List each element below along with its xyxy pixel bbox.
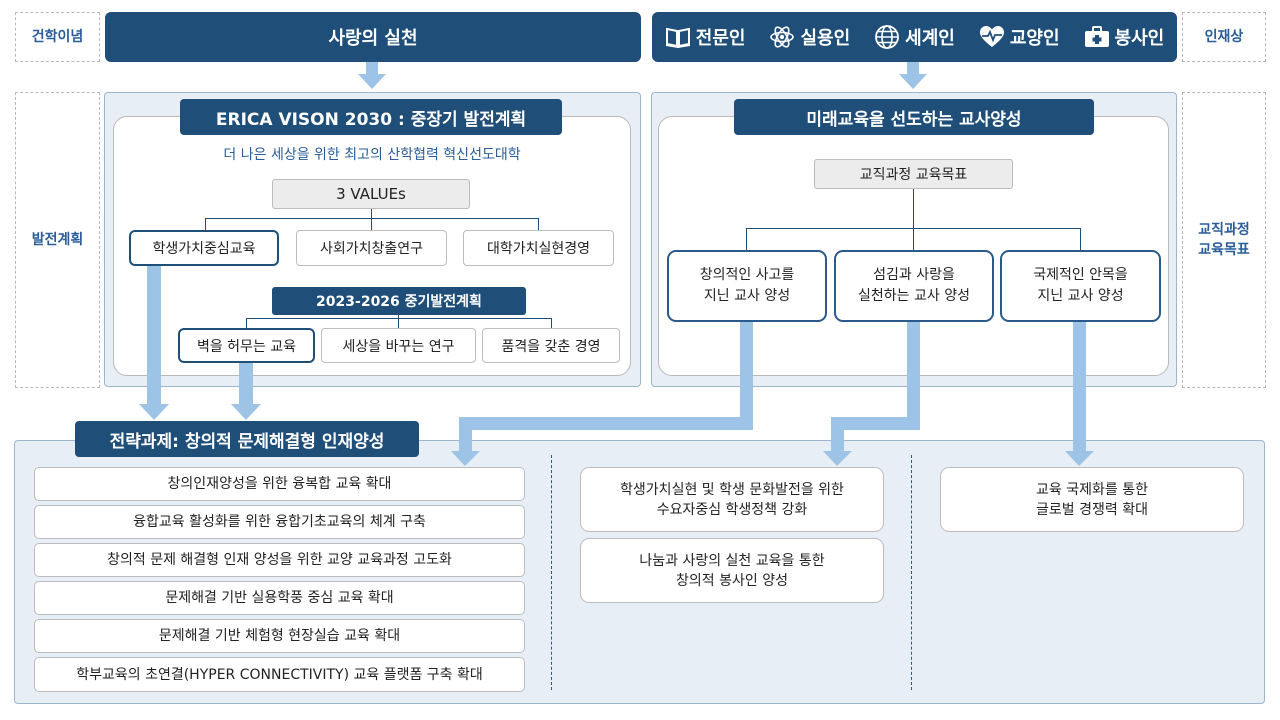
values-connector-stem: [371, 209, 372, 219]
teacher-title-bar: 미래교육을 선도하는 교사양성: [734, 99, 1094, 135]
talent-item-4: 봉사인: [1084, 24, 1164, 50]
label-curriculum-goal: 교직과정 교육목표: [1182, 92, 1266, 388]
mid-plan-title: 2023-2026 중기발전계획: [272, 287, 526, 315]
atom-icon: [770, 26, 795, 48]
strategy-title: 전략과제: 창의적 문제해결형 인재양성: [109, 431, 385, 452]
talent-item-3: 교양인: [979, 24, 1060, 50]
talent-bar: 전문인 실용인 세계인 교양인 봉사인: [652, 12, 1177, 62]
strategy-col1-item-2: 창의적 문제 해결형 인재 양성을 위한 교양 교육과정 고도화: [34, 543, 525, 577]
label-talent: 인재상: [1182, 12, 1266, 62]
strategy-col1-item-5: 학부교육의 초연결(HYPER CONNECTIVITY) 교육 플랫폼 구축 …: [34, 657, 525, 692]
mid-connector-3: [551, 318, 552, 328]
strategy-col1-item-1: 융합교육 활성화를 위한 융합기초교육의 체계 구축: [34, 505, 525, 539]
strategy-col2-item-0: 학생가치실현 및 학생 문화발전을 위한 수요자중심 학생정책 강화: [580, 467, 884, 532]
mid-connector-2: [398, 315, 399, 328]
strategy-col2-item-1: 나눔과 사랑의 실천 교육을 통한 창의적 봉사인 양성: [580, 538, 884, 603]
strategy-col3-item-0: 교육 국제화를 통한 글로벌 경쟁력 확대: [940, 467, 1244, 532]
erica-title-bar: ERICA VISON 2030 : 중장기 발전계획: [180, 99, 562, 135]
goal-connector-3: [1080, 228, 1081, 250]
value-item-2: 대학가치실현경영: [463, 230, 614, 266]
talent-item-0: 전문인: [665, 24, 745, 50]
values-title: 3 VALUEs: [272, 179, 470, 209]
globe-icon: [875, 25, 900, 49]
strategy-col1-item-3: 문제해결 기반 실용학풍 중심 교육 확대: [34, 581, 525, 615]
goal-item-0: 창의적인 사고를 지닌 교사 양성: [667, 250, 827, 322]
goal-item-2: 국제적인 안목을 지닌 교사 양성: [1000, 250, 1161, 322]
talent-item-2: 세계인: [874, 24, 955, 50]
founding-title: 사랑의 실천: [328, 28, 418, 49]
goal-connector-2: [913, 228, 914, 250]
mid-item-2: 품격을 갖춘 경영: [482, 328, 620, 363]
goal-title: 교직과정 교육목표: [814, 159, 1013, 189]
values-connector-3: [538, 218, 539, 231]
goal-connector-1: [746, 228, 747, 250]
founding-title-bar: 사랑의 실천: [105, 12, 641, 62]
strategy-divider-1: [551, 455, 552, 690]
first-aid-kit-icon: [1084, 26, 1109, 47]
mid-connector-h: [246, 318, 552, 319]
mid-item-0: 벽을 허무는 교육: [178, 328, 315, 363]
strategy-divider-2: [911, 455, 912, 690]
talent-item-1: 실용인: [769, 24, 850, 50]
label-founding: 건학이념: [15, 12, 100, 62]
values-connector-1: [205, 218, 206, 231]
erica-subtitle: 더 나은 세상을 위한 최고의 산학협력 혁신선도대학: [223, 147, 521, 163]
book-icon: [665, 27, 690, 48]
heart-pulse-icon: [979, 26, 1004, 47]
mid-connector-1: [246, 318, 247, 328]
arrow-talent-down: [899, 62, 927, 90]
goal-item-1: 섬김과 사랑을 실천하는 교사 양성: [834, 250, 994, 322]
value-item-0: 학생가치중심교육: [129, 230, 279, 266]
strategy-col1-item-4: 문제해결 기반 체험형 현장실습 교육 확대: [34, 619, 525, 653]
values-connector-h: [205, 218, 539, 219]
strategy-col1-item-0: 창의인재양성을 위한 융복합 교육 확대: [34, 467, 525, 501]
arrow-founding-down: [358, 62, 386, 90]
strategy-title-bar: 전략과제: 창의적 문제해결형 인재양성: [75, 421, 419, 457]
value-item-1: 사회가치창출연구: [296, 230, 447, 266]
goal-connector-stem: [913, 189, 914, 229]
erica-title: ERICA VISON 2030 : 중장기 발전계획: [215, 109, 527, 130]
values-connector-2: [371, 218, 372, 231]
teacher-title: 미래교육을 선도하는 교사양성: [806, 109, 1022, 130]
label-development: 발전계획: [15, 92, 100, 388]
mid-item-1: 세상을 바꾸는 연구: [321, 328, 476, 363]
